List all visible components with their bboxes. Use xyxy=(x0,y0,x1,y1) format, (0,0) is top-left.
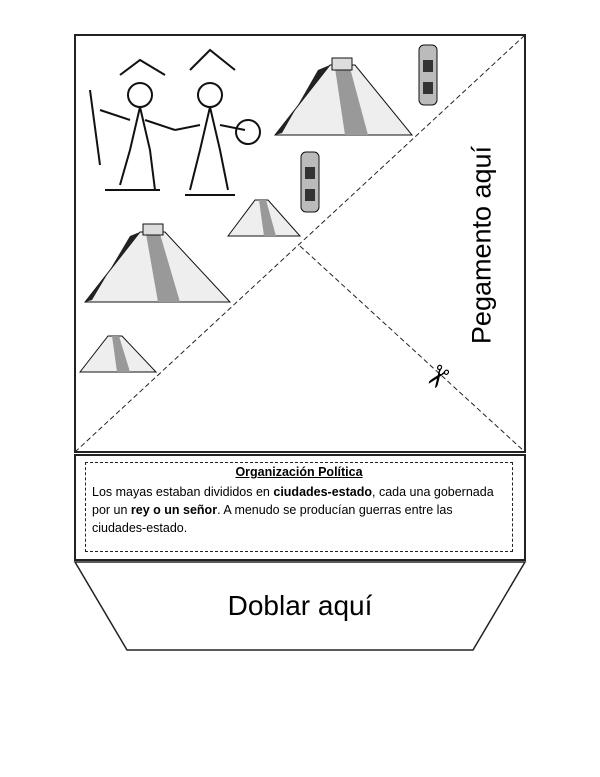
info-text: Los mayas estaban divididos en ciudades-… xyxy=(92,483,506,537)
info-panel-border xyxy=(74,454,526,561)
top-panel-border xyxy=(74,34,526,453)
fold-flap xyxy=(73,561,527,651)
fold-here-label: Doblar aquí xyxy=(227,590,373,621)
totem-icon xyxy=(300,151,320,213)
totem-icon xyxy=(418,44,438,106)
pyramid-icon xyxy=(273,57,414,136)
diagonal-fold-line xyxy=(74,34,526,453)
pyramid-icon xyxy=(83,223,232,303)
info-text-part: Los mayas estaban divididos en xyxy=(92,485,274,499)
cut-line xyxy=(299,245,526,453)
pyramid-icon xyxy=(78,335,158,373)
info-text-bold: rey o un señor xyxy=(130,503,218,517)
info-text-part: , cada una gobernada por un xyxy=(92,485,494,517)
maya-warriors-illustration xyxy=(89,48,261,196)
info-text-bold: ciudades-estado xyxy=(273,485,373,499)
info-text-part: . A menudo se producían guerras entre la… xyxy=(92,503,453,535)
glue-here-label: Pegamento aquí xyxy=(466,145,497,345)
pyramid-icon xyxy=(227,199,302,237)
info-box: Organización Política Los mayas estaban … xyxy=(85,462,513,552)
info-title: Organización Política xyxy=(235,465,363,479)
